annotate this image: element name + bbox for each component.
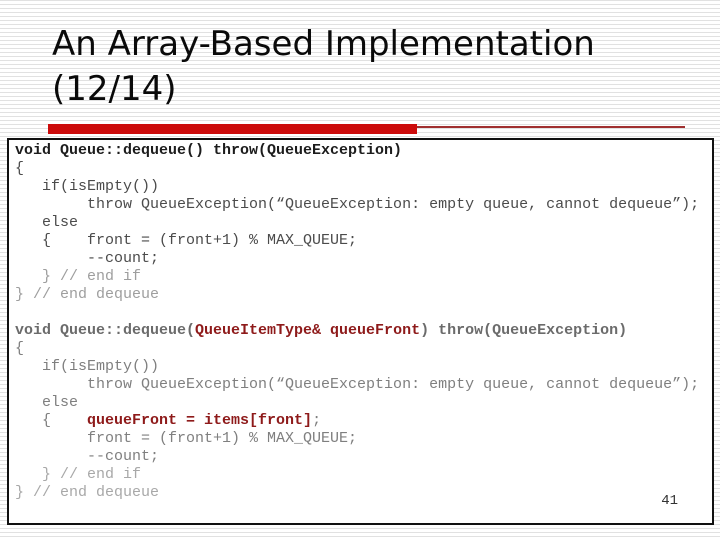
code-line: } // end if — [15, 268, 142, 285]
code-panel: void Queue::dequeue() throw(QueueExcepti… — [7, 138, 714, 525]
code-line: else — [15, 214, 79, 231]
code-line: { — [15, 340, 25, 357]
code-line: if(isEmpty()) — [15, 178, 160, 195]
code-line: throw QueueException(“QueueException: em… — [15, 376, 700, 393]
code-line: } // end dequeue — [15, 484, 160, 501]
code-line: void Queue::dequeue() throw(QueueExcepti… — [15, 142, 403, 159]
code-line: --count; — [15, 448, 160, 465]
code-line: throw QueueException(“QueueException: em… — [15, 196, 700, 213]
slide-title-line1: An Array-Based Implementation — [52, 24, 595, 64]
code-line: } // end if — [15, 466, 142, 483]
code-line: --count; — [15, 250, 160, 267]
code-line: { — [15, 160, 25, 177]
code-line: } // end dequeue — [15, 286, 160, 303]
slide-title: An Array-Based Implementation (12/14) — [52, 22, 595, 112]
code-line: { front = (front+1) % MAX_QUEUE; — [15, 232, 358, 249]
title-underline-thick — [48, 124, 417, 134]
code-line: front = (front+1) % MAX_QUEUE; — [15, 430, 358, 447]
code-line: if(isEmpty()) — [15, 358, 160, 375]
code-line: else — [15, 394, 79, 411]
page-number: 41 — [661, 493, 678, 509]
slide-title-line2: (12/14) — [52, 69, 177, 109]
title-underline-thin — [417, 126, 685, 128]
code-block-dequeue-v2: void Queue::dequeue(QueueItemType& queue… — [15, 322, 712, 502]
code-block-dequeue-v1: void Queue::dequeue() throw(QueueExcepti… — [15, 142, 712, 304]
code-line: void Queue::dequeue(QueueItemType& queue… — [15, 322, 628, 339]
code-line: { queueFront = items[front]; — [15, 412, 322, 429]
